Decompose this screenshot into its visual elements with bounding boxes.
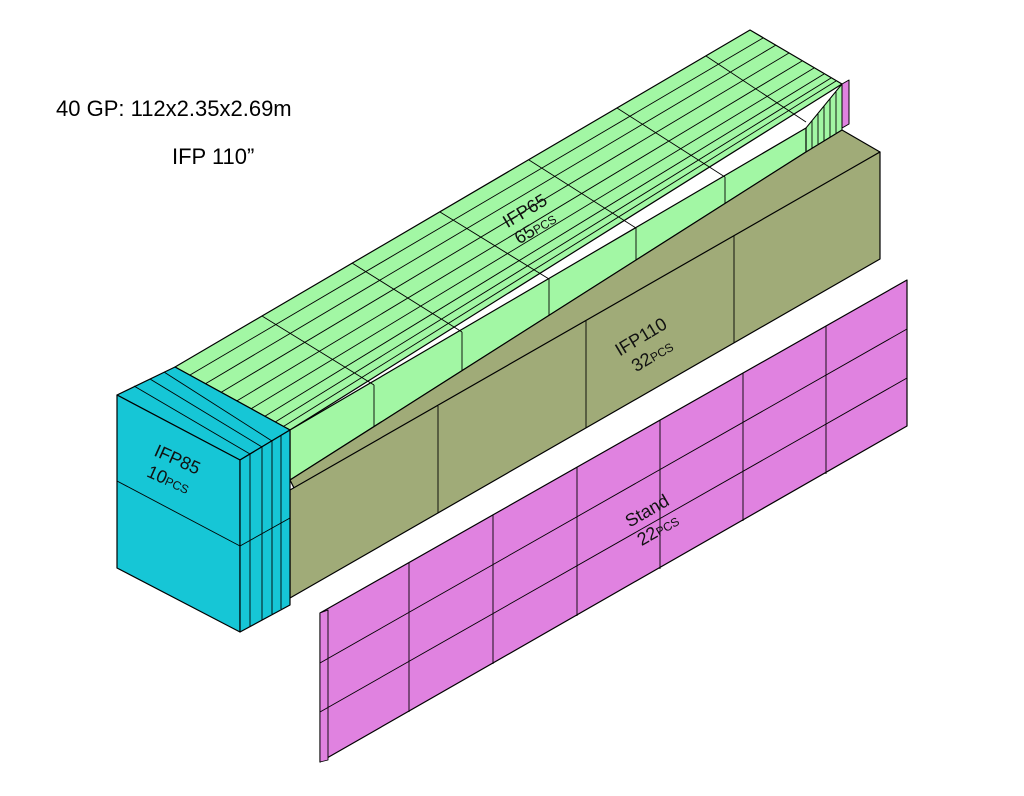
ifp65-column-lines	[261, 55, 807, 386]
ifp85-side-face	[239, 429, 291, 633]
ifp85-block	[116, 366, 291, 633]
ifp110-divisions	[437, 236, 735, 513]
ifp65-sheet-lines	[189, 37, 837, 429]
ifp85-side-mid-line	[239, 517, 291, 547]
ifp110-block	[289, 129, 881, 599]
stand-edge	[319, 609, 329, 763]
product-subtitle: IFP 110”	[172, 144, 255, 169]
stand-block	[319, 279, 908, 763]
container-spec-title: 40 GP: 112x2.35x2.69m	[56, 96, 292, 121]
ifp65-block	[174, 29, 850, 481]
stand-grid	[319, 326, 908, 713]
ifp85-mid-line	[116, 480, 241, 547]
ifp85-sheet-lines	[133, 371, 282, 627]
ifp65-end-lines	[811, 92, 837, 148]
ifp65-end-sliver	[841, 79, 850, 129]
